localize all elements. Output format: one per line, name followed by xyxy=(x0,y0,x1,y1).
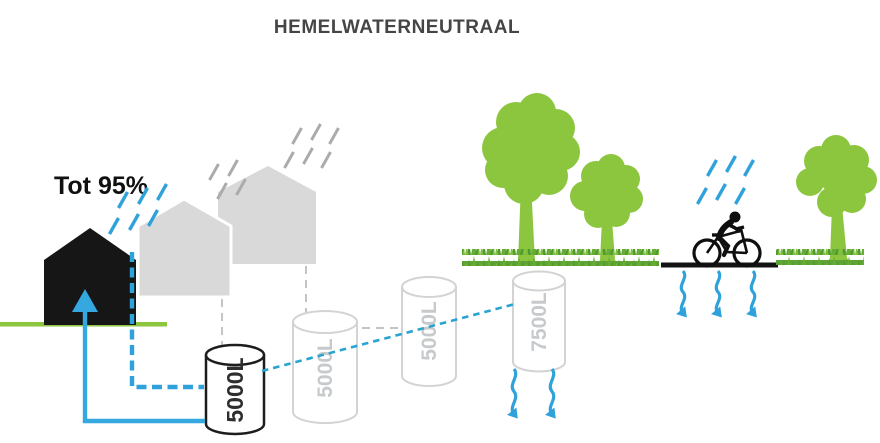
tank-3: 5000L xyxy=(401,276,457,387)
tree-icon-large xyxy=(482,93,580,266)
rain-icon-blue-street xyxy=(696,155,755,205)
return-arrow-icon xyxy=(72,289,98,312)
ghost-houses xyxy=(136,166,316,299)
tank-3-label: 5000L xyxy=(418,301,441,361)
tank-4: 7500L xyxy=(512,270,566,373)
tank-2: 5000L xyxy=(292,310,358,424)
page-title: HEMELWATERNEUTRAAL xyxy=(274,17,520,38)
tank-1: 5000L xyxy=(204,343,266,436)
tree-icon-right xyxy=(796,135,877,262)
rain-icon-gray xyxy=(208,123,340,200)
capture-rate-label: Tot 95% xyxy=(54,172,148,200)
water-pipes xyxy=(72,252,516,424)
green-zone-left xyxy=(462,93,659,266)
rain-icon-blue-house xyxy=(108,183,168,235)
tree-icon-small xyxy=(570,154,643,265)
tank-2-label: 5000L xyxy=(314,338,337,398)
storage-tanks: 5000L 5000L 7500L 5000L xyxy=(204,270,566,436)
ghost-house-large-icon xyxy=(218,166,316,264)
grass-strip-right xyxy=(776,249,864,265)
green-zone-right xyxy=(776,135,877,265)
tank-1-label: 5000L xyxy=(222,357,248,422)
black-house-icon xyxy=(44,228,136,325)
ghost-house-small-icon xyxy=(136,197,233,299)
road-icon xyxy=(661,262,778,268)
infiltration-arrows-road xyxy=(676,269,757,318)
infiltration-arrows-tank xyxy=(507,368,556,419)
grass-strip-left xyxy=(462,249,659,266)
tank-4-label: 7500L xyxy=(528,292,551,352)
pipe-overflow-dashed xyxy=(261,302,516,373)
pipe-return-solid xyxy=(82,306,205,424)
cyclist-icon xyxy=(692,211,762,268)
